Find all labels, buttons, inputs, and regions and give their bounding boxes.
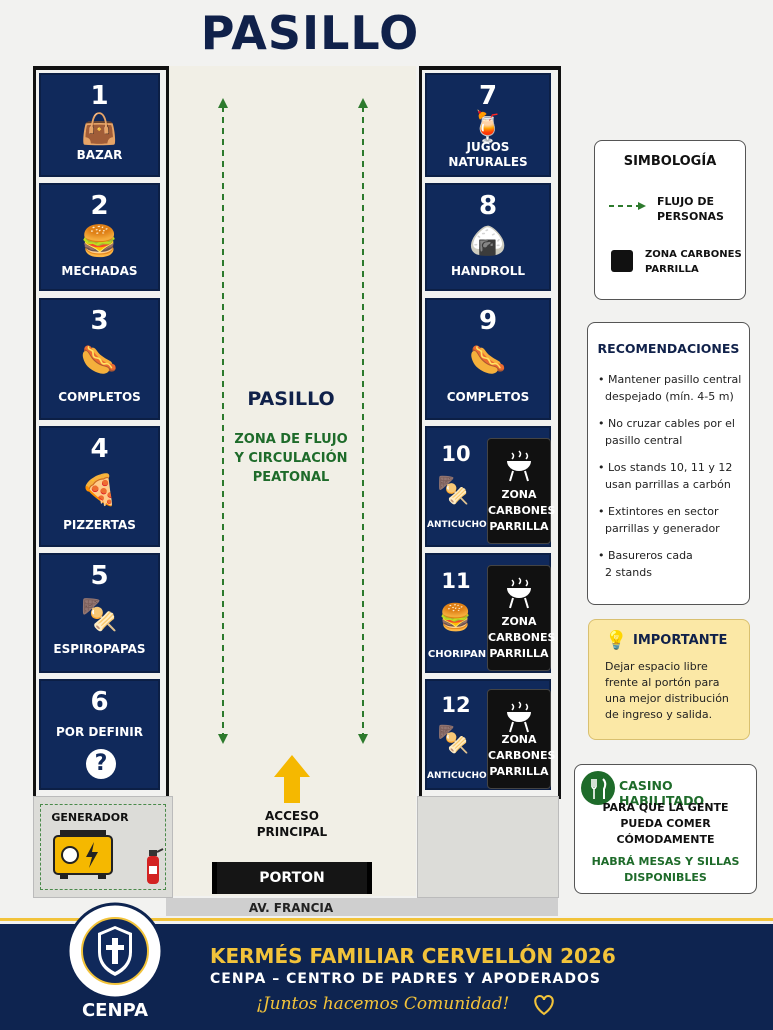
stand-number: 10 (441, 442, 471, 466)
corridor-heading: PASILLO (247, 388, 335, 410)
corridor-zone-text: ZONA DE FLUJO Y CIRCULACIÓN PEATONAL (234, 432, 348, 485)
stand-label: COMPLETOS (446, 390, 530, 404)
stand-6[interactable]: 6 POR DEFINIR ? (39, 679, 160, 790)
access-arrow-icon (274, 755, 310, 803)
access-label: ACCESO PRINCIPAL (256, 809, 328, 839)
stand-number: 11 (441, 569, 471, 593)
burger-icon: 🍔 (80, 224, 119, 259)
pizza-icon: 🍕 (80, 473, 119, 508)
stand-number: 9 (478, 306, 498, 336)
stand-label-2: NATURALES (448, 155, 528, 169)
stand-number: 2 (90, 191, 109, 221)
footer-subtitle: CENPA – CENTRO DE PADRES Y APODERADOS (210, 971, 601, 987)
stand-9[interactable]: 9 🌭 COMPLETOS (425, 298, 551, 420)
stand-number: 3 (90, 306, 109, 336)
stand-label: BAZAR (76, 148, 123, 162)
heart-icon (534, 994, 554, 1016)
burger-icon: 🍔 (439, 603, 472, 633)
flow-arrows (218, 98, 368, 744)
stand-label: ESPIROPAPAS (53, 642, 146, 656)
stand-label: ANTICUCHOS (427, 520, 494, 530)
generator-label: GENERADOR (51, 811, 129, 824)
legend-title: SIMBOLOGÍA (623, 154, 717, 169)
stand-label: JUGOS (466, 140, 510, 154)
stand-3[interactable]: 3 🌭 COMPLETOS (39, 298, 160, 420)
stand-number: 5 (90, 561, 109, 591)
hot-dog-icon: 🌭 (469, 343, 507, 378)
stand-8[interactable]: 8 🍙 HANDROLL (425, 183, 551, 291)
recommendation-item: • Basureros cada 2 stands (598, 549, 693, 579)
question-icon: ? (86, 749, 116, 779)
shopping-bag-icon: 👜 (80, 112, 119, 147)
grill-icon (507, 450, 531, 482)
stand-number: 7 (478, 81, 498, 111)
porton-gate: PORTON (212, 862, 372, 894)
casino-title: CASINO HABILITADO (619, 778, 705, 808)
skewer-icon: 🍢 (437, 725, 470, 755)
cenpa-seal-logo (66, 902, 164, 1000)
handroll-icon: 🍙 (469, 224, 507, 259)
generator-zone-border (40, 804, 166, 890)
stand-5[interactable]: 5 🍢 ESPIROPAPAS (39, 553, 160, 673)
grill-icon (507, 577, 531, 609)
important-title: IMPORTANTE (633, 633, 728, 648)
stand-label: PIZZERTAS (63, 518, 136, 532)
flow-arrow-legend-icon (609, 202, 646, 210)
cenpa-logo-text: CENPA (81, 1000, 149, 1021)
lightbulb-icon: 💡 (605, 630, 628, 651)
grill-zone-swatch-icon (611, 250, 633, 272)
stand-4[interactable]: 4 🍕 PIZZERTAS (39, 426, 160, 547)
juice-icon: 🍹 (469, 110, 507, 145)
stand-2[interactable]: 2 🍔 MECHADAS (39, 183, 160, 291)
page-title: PASILLO (200, 6, 420, 60)
stand-number: 4 (90, 434, 109, 464)
grill-icon (507, 701, 531, 733)
stand-1[interactable]: 1 👜 BAZAR (39, 73, 160, 177)
recommendations-list: • Mantener pasillo central despejado (mí… (598, 371, 743, 581)
footer-motto: ¡Juntos hacemos Comunidad! (256, 994, 510, 1014)
fork-knife-icon (581, 771, 615, 805)
skewer-icon: 🍢 (437, 476, 470, 506)
stand-label: COMPLETOS (58, 390, 141, 404)
stand-label: ANTICUCHOS (427, 771, 494, 781)
recommendation-item: • No cruzar cables por el pasillo centra… (598, 417, 735, 447)
recommendation-item: • Mantener pasillo central despejado (mí… (598, 373, 742, 403)
hot-dog-icon: 🌭 (80, 343, 119, 378)
fire-extinguisher-icon (147, 848, 164, 884)
stand-label: POR DEFINIR (56, 725, 143, 739)
recommendations-title: RECOMENDACIONES (597, 341, 740, 356)
footer-title: KERMÉS FAMILIAR CERVELLÓN 2026 (210, 944, 616, 968)
stand-label: CHORIPAN (427, 649, 487, 660)
stand-7[interactable]: 7 🍹 JUGOS NATURALES (425, 73, 551, 177)
right-empty-area (417, 796, 559, 898)
spiral-potato-icon: 🍢 (80, 598, 119, 633)
recommendation-item: • Extintores en sector parrillas y gener… (598, 505, 720, 535)
street-label: AV. FRANCIA (248, 901, 334, 915)
footer-gold-line (0, 918, 773, 921)
stand-number: 6 (90, 687, 109, 717)
street-strip (166, 898, 558, 916)
recommendation-item: • Los stands 10, 11 y 12 usan parrillas … (598, 461, 733, 491)
stand-label: MECHADAS (61, 264, 138, 278)
recommendations-box: RECOMENDACIONES • Mantener pasillo centr… (587, 322, 750, 605)
stand-number: 8 (478, 191, 498, 221)
stand-number: 12 (441, 693, 471, 717)
stand-number: 1 (90, 81, 109, 111)
stand-label: HANDROLL (450, 264, 526, 278)
generator-icon (53, 830, 113, 879)
